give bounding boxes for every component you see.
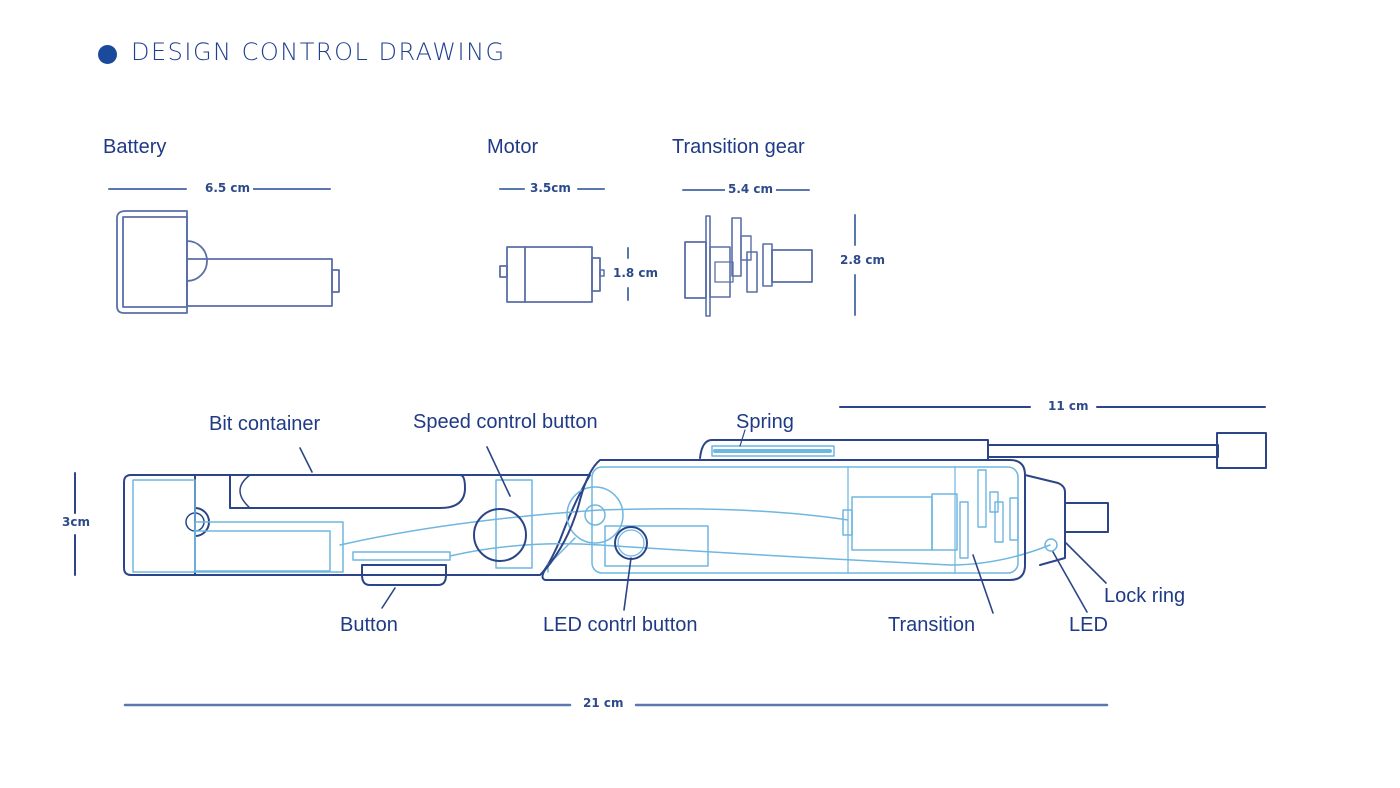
gear-label: Transition gear	[672, 136, 805, 158]
rear-body	[123, 474, 591, 576]
led-label: LED	[1069, 614, 1108, 636]
connector	[1216, 432, 1267, 469]
button-label: Button	[340, 614, 398, 636]
lock-ring	[1024, 474, 1066, 566]
bit-container-label: Bit container	[209, 413, 321, 435]
motor-width-dim: 3.5cm	[527, 181, 574, 195]
front-body	[541, 459, 1026, 581]
button-shape	[361, 564, 447, 586]
transition-label: Transition	[888, 614, 976, 636]
gear-width-dim: 5.4 cm	[725, 182, 777, 196]
spring-coil	[711, 445, 835, 457]
battery-width-dim: 6.5 cm	[202, 181, 254, 195]
battery-label: Battery	[103, 136, 167, 158]
led-light	[1044, 538, 1058, 552]
battery-terminal	[331, 269, 340, 293]
battery-housing	[116, 210, 188, 314]
led-control-knob	[614, 526, 648, 560]
spring-housing	[699, 439, 989, 461]
speed-control-dial	[473, 508, 527, 562]
motor-height-dim: 1.8 cm	[610, 266, 662, 280]
motor-drawing	[499, 188, 629, 303]
speed-control-button-label: Speed control button	[413, 411, 598, 433]
battery-cell	[186, 258, 333, 307]
motor-body	[506, 246, 593, 303]
battery-cap	[122, 216, 188, 308]
gear-height-dim: 2.8 cm	[837, 253, 889, 267]
extension-length-dim: 11 cm	[1045, 399, 1092, 413]
page-title: DESIGN CONTROL DRAWING	[131, 38, 506, 66]
assembly-drawing	[74, 406, 1267, 707]
assembly-height-dim: 3cm	[59, 515, 93, 529]
bit-holder	[1064, 502, 1109, 533]
spring-label: Spring	[736, 411, 794, 433]
total-length-dim: 21 cm	[580, 696, 627, 710]
lock-ring-label: Lock ring	[1104, 585, 1186, 607]
led-control-button-label: LED contrl button	[543, 614, 698, 636]
motor-label: Motor	[487, 136, 539, 158]
battery-drawing	[108, 188, 340, 314]
gear-drawing	[682, 189, 856, 317]
battery-knob	[186, 240, 208, 282]
title-bullet-icon	[98, 45, 117, 64]
bit-container-slot	[229, 474, 466, 509]
